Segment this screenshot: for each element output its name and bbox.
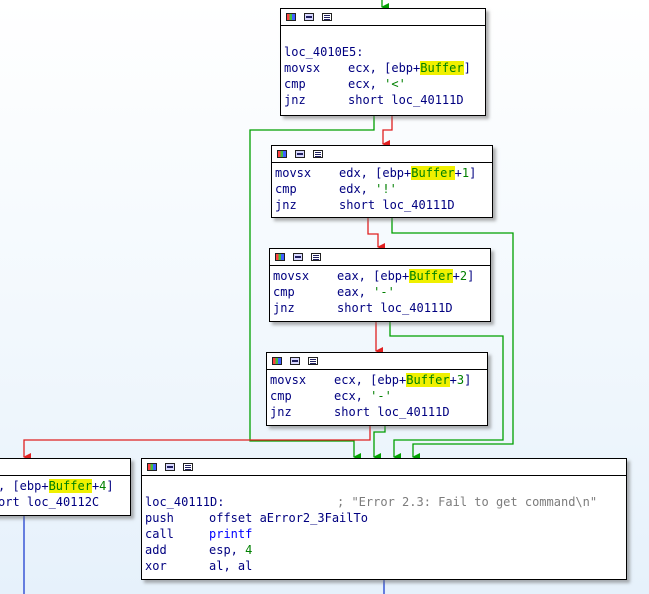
edge-b1-to-b2 (382, 116, 393, 148)
listing-icon[interactable] (313, 150, 323, 158)
graph-icon[interactable] (147, 463, 157, 471)
listing-icon[interactable] (183, 463, 193, 471)
edit-icon[interactable] (290, 357, 300, 365)
code-label[interactable]: loc_4010E5: (284, 45, 364, 59)
edit-icon[interactable] (293, 253, 303, 261)
block-header (281, 9, 485, 26)
edit-icon[interactable] (304, 13, 314, 21)
graph-icon[interactable] (275, 253, 285, 261)
block-header (0, 459, 130, 476)
graph-icon[interactable] (286, 13, 296, 21)
block-header (267, 353, 487, 370)
edge-b4-to-loc-40111d (373, 426, 386, 461)
edit-icon[interactable] (295, 150, 305, 158)
edge-b2-to-b3 (367, 218, 385, 251)
code-block-check-buffer-4[interactable]: , [ebp+Buffer+4] ort loc_40112C (0, 458, 131, 516)
edge-b1-to-loc-40111d (249, 116, 375, 461)
code-line[interactable]: ort loc_40112C (0, 495, 100, 509)
block-header (142, 459, 626, 476)
code-label[interactable]: loc_40111D:; "Error 2.3: Fail to get com… (145, 495, 598, 509)
edge-b2-to-loc-40111d (391, 218, 514, 461)
edit-icon[interactable] (165, 463, 175, 471)
code-block-loc-40111d[interactable]: loc_40111D:; "Error 2.3: Fail to get com… (141, 458, 627, 580)
edge-b4-to-loc-left (23, 426, 371, 461)
listing-icon[interactable] (308, 357, 318, 365)
graph-icon[interactable] (272, 357, 282, 365)
block-header (270, 249, 490, 266)
listing-icon[interactable] (322, 13, 332, 21)
block-header (272, 146, 492, 163)
edge-b3-to-loc-40111d (389, 322, 504, 461)
listing-icon[interactable] (311, 253, 321, 261)
code-line[interactable]: , [ebp+Buffer+4] (0, 479, 114, 493)
graph-icon[interactable] (277, 150, 287, 158)
code-comment: ; "Error 2.3: Fail to get command\n" (337, 495, 598, 509)
